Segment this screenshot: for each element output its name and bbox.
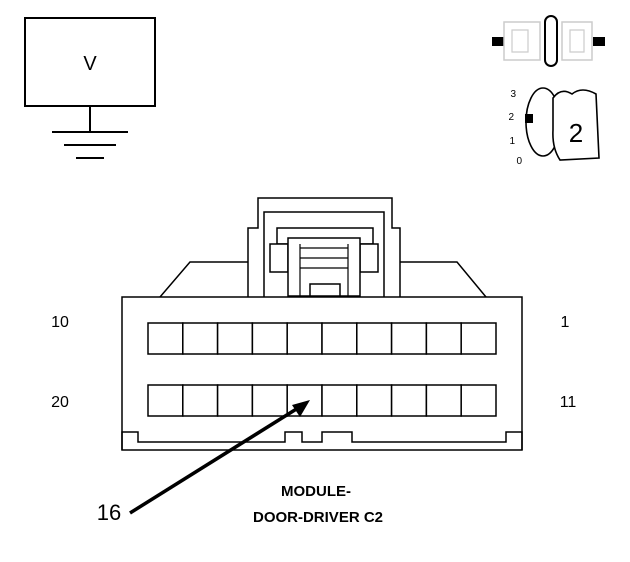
pin-cavity-17 <box>251 384 288 417</box>
pin-cavity-15 <box>321 384 358 417</box>
key-position-3: 3 <box>510 89 516 100</box>
key-position-0: 0 <box>516 156 522 167</box>
pin-cavity-12 <box>425 384 462 417</box>
meter-label: V <box>83 53 97 75</box>
pin-callout-arrow <box>129 400 310 515</box>
ground-icon <box>52 131 128 159</box>
pin-cavity-13 <box>390 384 428 417</box>
callout-pin-number: 16 <box>97 500 121 525</box>
disconnected-connector-icon <box>492 15 605 67</box>
pin-cavity-10 <box>147 322 184 355</box>
pin-label-top-left: 10 <box>51 314 69 331</box>
pin-cavity-2 <box>425 322 462 355</box>
meter-box <box>24 17 156 107</box>
pin-cavity-grid <box>147 322 497 417</box>
pin-cavity-1 <box>460 322 497 355</box>
pin-label-top-right: 1 <box>561 314 570 331</box>
pin-label-bottom-right: 11 <box>560 394 577 411</box>
key-position-marker <box>525 114 533 123</box>
key-position-2: 2 <box>508 112 514 123</box>
ignition-key-icon: 3 2 1 0 2 <box>508 87 600 167</box>
pin-cavity-14 <box>356 384 393 417</box>
pin-cavity-11 <box>460 384 497 417</box>
pin-cavity-18 <box>216 384 254 417</box>
pin-cavity-19 <box>182 384 219 417</box>
pin-cavity-9 <box>182 322 219 355</box>
key-position-1: 1 <box>509 136 515 147</box>
voltmeter-symbol: V <box>24 17 156 159</box>
pin-cavity-7 <box>251 322 288 355</box>
pin-cavity-20 <box>147 384 184 417</box>
pin-cavity-5 <box>321 322 358 355</box>
connector-caption-line2: DOOR-DRIVER C2 <box>253 509 383 526</box>
pin-cavity-8 <box>216 322 254 355</box>
key-position-badge: 2 <box>569 118 583 148</box>
connector-caption-line1: MODULE- <box>281 483 351 500</box>
pin-cavity-6 <box>286 322 323 355</box>
pin-cavity-3 <box>390 322 428 355</box>
pin-cavity-4 <box>356 322 393 355</box>
pin-label-bottom-left: 20 <box>51 394 69 411</box>
